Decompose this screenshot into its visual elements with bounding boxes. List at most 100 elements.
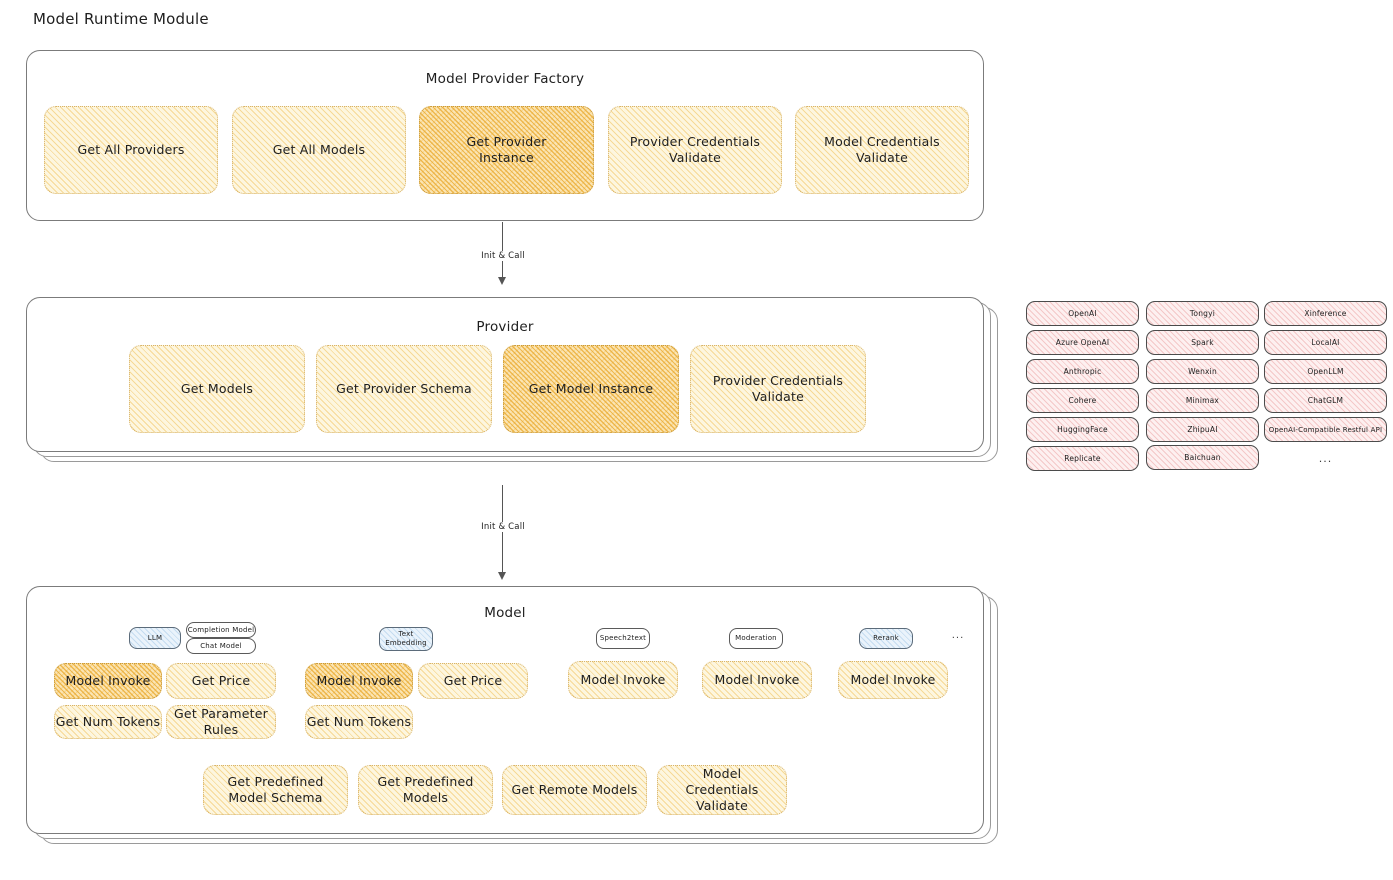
- arrow-2-head: [498, 572, 506, 580]
- provider-pill[interactable]: Spark: [1146, 330, 1259, 355]
- model-type-badge-llm[interactable]: LLM: [129, 627, 181, 649]
- provider-pill[interactable]: OpenAI: [1026, 301, 1139, 326]
- model-shared-method-get-predefined-model-schema[interactable]: Get Predefined Model Schema: [203, 765, 348, 815]
- model-shared-method-model-credentials-validate[interactable]: Model Credentials Validate: [657, 765, 787, 815]
- arrow-1-label: Init & Call: [466, 251, 540, 261]
- provider-pill-label: Cohere: [1068, 396, 1097, 405]
- provider-pill-label: OpenLLM: [1307, 367, 1344, 376]
- text-embedding-method-model-invoke[interactable]: Model Invoke: [305, 663, 413, 699]
- provider-pill[interactable]: Wenxin: [1146, 359, 1259, 384]
- provider-pill-label: Replicate: [1064, 454, 1101, 463]
- model-type-label: LLM: [147, 633, 163, 642]
- provider-method-get-model-instance[interactable]: Get Model Instance: [503, 345, 679, 433]
- model-subtype-completion-model[interactable]: Completion Model: [186, 622, 256, 638]
- llm-method-get-num-tokens[interactable]: Get Num Tokens: [54, 705, 162, 739]
- model-provider-factory-title: Model Provider Factory: [425, 71, 585, 87]
- provider-pill-label: Azure OpenAI: [1055, 338, 1110, 347]
- provider-pill-label: LocalAI: [1311, 338, 1340, 347]
- provider-method-label: Get Models: [180, 381, 254, 396]
- provider-pill[interactable]: HuggingFace: [1026, 417, 1139, 442]
- llm-method-get-parameter-rules[interactable]: Get Parameter Rules: [166, 705, 276, 739]
- arrow-2-label: Init & Call: [466, 522, 540, 532]
- provider-pill[interactable]: Anthropic: [1026, 359, 1139, 384]
- factory-method-label: Model Credentials Validate: [824, 134, 940, 165]
- provider-list-ellipsis: ...: [1318, 452, 1333, 465]
- provider-pill[interactable]: LocalAI: [1264, 330, 1387, 355]
- model-subtype-label: Chat Model: [200, 641, 242, 650]
- provider-pill[interactable]: Cohere: [1026, 388, 1139, 413]
- model-type-label: Speech2text: [599, 634, 647, 643]
- provider-method-get-provider-schema[interactable]: Get Provider Schema: [316, 345, 492, 433]
- provider-pill[interactable]: Baichuan: [1146, 445, 1259, 470]
- provider-pill-label: ChatGLM: [1307, 396, 1344, 405]
- moderation-method-model-invoke[interactable]: Model Invoke: [702, 661, 812, 699]
- provider-title: Provider: [476, 319, 534, 335]
- provider-pill[interactable]: Azure OpenAI: [1026, 330, 1139, 355]
- factory-method-get-provider-instance[interactable]: Get Provider Instance: [419, 106, 594, 194]
- method-label: Get Price: [443, 673, 503, 688]
- method-label: Model Invoke: [65, 673, 151, 688]
- model-title: Model: [484, 605, 526, 621]
- provider-pill-label: OpenAI: [1068, 309, 1097, 318]
- provider-method-provider-credentials-validate[interactable]: Provider Credentials Validate: [690, 345, 866, 433]
- provider-method-get-models[interactable]: Get Models: [129, 345, 305, 433]
- factory-method-get-all-providers[interactable]: Get All Providers: [44, 106, 218, 194]
- provider-pill[interactable]: ChatGLM: [1264, 388, 1387, 413]
- provider-pill[interactable]: ZhipuAI: [1146, 417, 1259, 442]
- method-label: Model Invoke: [580, 672, 666, 687]
- provider-method-label: Provider Credentials Validate: [712, 373, 844, 404]
- provider-pill-label: Baichuan: [1184, 453, 1221, 462]
- method-label: Get Predefined Models: [377, 774, 474, 805]
- model-shared-method-get-remote-models[interactable]: Get Remote Models: [502, 765, 647, 815]
- method-label: Get Remote Models: [511, 782, 638, 797]
- factory-method-provider-credentials-validate[interactable]: Provider Credentials Validate: [608, 106, 782, 194]
- factory-method-label: Provider Credentials Validate: [629, 134, 761, 165]
- model-shared-method-get-predefined-models[interactable]: Get Predefined Models: [358, 765, 493, 815]
- provider-pill-label: Minimax: [1185, 396, 1220, 405]
- model-types-ellipsis: ...: [951, 630, 965, 641]
- model-type-badge-text-embedding[interactable]: Text Embedding: [379, 627, 433, 651]
- llm-method-model-invoke[interactable]: Model Invoke: [54, 663, 162, 699]
- llm-method-get-price[interactable]: Get Price: [166, 663, 276, 699]
- provider-pill[interactable]: Xinference: [1264, 301, 1387, 326]
- provider-pill[interactable]: OpenLLM: [1264, 359, 1387, 384]
- rerank-method-model-invoke[interactable]: Model Invoke: [838, 661, 948, 699]
- factory-method-label: Get All Providers: [77, 142, 185, 157]
- provider-pill[interactable]: Tongyi: [1146, 301, 1259, 326]
- provider-method-label: Get Provider Schema: [336, 381, 472, 396]
- model-subtype-chat-model[interactable]: Chat Model: [186, 638, 256, 654]
- provider-pill-label: Tongyi: [1189, 309, 1216, 318]
- text-embedding-method-get-price[interactable]: Get Price: [418, 663, 528, 699]
- factory-method-label: Get Provider Instance: [466, 134, 547, 165]
- provider-pill-label: OpenAI-Compatible Restful API: [1268, 425, 1383, 434]
- text-embedding-method-get-num-tokens[interactable]: Get Num Tokens: [305, 705, 413, 739]
- method-label: Get Num Tokens: [55, 714, 161, 729]
- provider-method-label: Get Model Instance: [528, 381, 654, 396]
- method-label: Model Invoke: [316, 673, 402, 688]
- method-label: Get Price: [191, 673, 251, 688]
- model-type-label: Text Embedding: [385, 630, 427, 647]
- factory-method-model-credentials-validate[interactable]: Model Credentials Validate: [795, 106, 969, 194]
- arrow-1-head: [498, 277, 506, 285]
- speech2text-method-model-invoke[interactable]: Model Invoke: [568, 661, 678, 699]
- provider-pill-label: Spark: [1191, 338, 1214, 347]
- method-label: Get Num Tokens: [306, 714, 412, 729]
- provider-pill-label: Anthropic: [1063, 367, 1102, 376]
- provider-pill[interactable]: Replicate: [1026, 446, 1139, 471]
- provider-pill-label: ZhipuAI: [1187, 425, 1218, 434]
- model-type-badge-moderation[interactable]: Moderation: [729, 628, 783, 649]
- method-label: Model Invoke: [850, 672, 936, 687]
- page-title: Model Runtime Module: [33, 10, 209, 28]
- provider-pill-label: Xinference: [1304, 309, 1347, 318]
- method-label: Model Credentials Validate: [685, 766, 759, 813]
- provider-pill[interactable]: Minimax: [1146, 388, 1259, 413]
- method-label: Model Invoke: [714, 672, 800, 687]
- model-type-label: Rerank: [873, 634, 899, 643]
- method-label: Get Parameter Rules: [174, 706, 268, 737]
- provider-pill[interactable]: OpenAI-Compatible Restful API: [1264, 417, 1387, 442]
- factory-method-label: Get All Models: [272, 142, 366, 157]
- model-type-badge-speech2text[interactable]: Speech2text: [596, 628, 650, 649]
- factory-method-get-all-models[interactable]: Get All Models: [232, 106, 406, 194]
- model-type-badge-rerank[interactable]: Rerank: [859, 628, 913, 649]
